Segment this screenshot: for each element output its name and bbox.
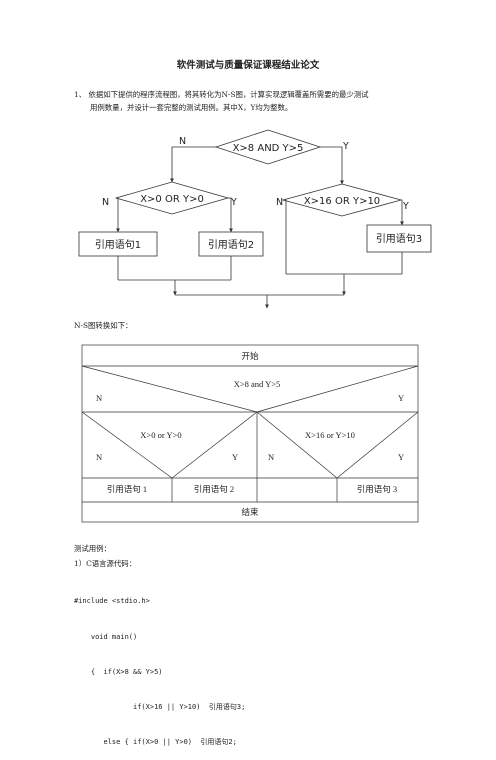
line-right-n-down bbox=[283, 199, 287, 274]
left-condition-text: X>0 OR Y>0 bbox=[140, 194, 204, 205]
ns-left-diag-right bbox=[171, 411, 258, 479]
code-heading: 1）C语言源代码： bbox=[74, 559, 137, 568]
ns-main-diag-right bbox=[256, 365, 419, 413]
stmt2-text: 引用语句2 bbox=[208, 238, 254, 251]
code-line: else { if(X>0 || Y>0) 引用语句2; bbox=[74, 737, 237, 746]
stmt3-box bbox=[366, 224, 432, 253]
code-line: { if(X>8 && Y>5) bbox=[74, 667, 163, 676]
diagram-layer: X>8 AND Y>5 X>0 OR Y>0 X>16 OR Y>10 N Y … bbox=[78, 129, 432, 523]
main-condition-text: X>8 AND Y>5 bbox=[233, 143, 304, 154]
ns-stmt3-text: 引用语句 3 bbox=[357, 484, 397, 494]
question-paragraph: 1、 依据如下提供的程序流程图，将其转化为N-S图，计算实现逻辑覆盖所需要的最少… bbox=[74, 88, 434, 114]
ns-right-n-label: N bbox=[268, 452, 274, 462]
ns-frame bbox=[81, 344, 419, 523]
stmt3-text: 引用语句3 bbox=[376, 232, 422, 245]
ns-caption: N-S图转换如下： bbox=[74, 321, 133, 330]
arrow-left-n-to-stmt1 bbox=[116, 197, 120, 233]
ns-diagram bbox=[81, 344, 419, 523]
left-n-label: N bbox=[102, 197, 109, 208]
ns-left-y-label: Y bbox=[232, 452, 238, 462]
arrow-main-to-left bbox=[170, 146, 216, 183]
flowchart bbox=[78, 129, 432, 309]
question-line-1: 1、 依据如下提供的程序流程图，将其转化为N-S图，计算实现逻辑覆盖所需要的最少… bbox=[74, 90, 369, 99]
code-line: if(X>16 || Y>10) 引用语句3; bbox=[74, 702, 246, 711]
ns-labels: 开始 X>8 and Y>5 N Y X>0 or Y>0 X>16 or Y>… bbox=[96, 351, 404, 517]
ns-start-text: 开始 bbox=[241, 351, 259, 361]
arrow-left-y-to-stmt2 bbox=[228, 197, 233, 233]
ns-end-text: 结束 bbox=[241, 507, 259, 517]
code-line: #include <stdio.h> bbox=[74, 597, 150, 606]
ns-right-diag-left bbox=[256, 411, 338, 479]
ns-left-condition-text: X>0 or Y>0 bbox=[140, 430, 181, 440]
ns-left-n-label: N bbox=[96, 452, 102, 462]
ns-main-n-label: N bbox=[96, 393, 102, 403]
arrow-right-y-to-stmt3 bbox=[400, 199, 404, 226]
right-condition-text: X>16 OR Y>10 bbox=[304, 196, 380, 207]
main-y-label: Y bbox=[342, 141, 349, 152]
code-block: #include <stdio.h> void main() { if(X>8 … bbox=[74, 573, 454, 760]
ns-main-diag-left bbox=[81, 365, 258, 413]
ns-stmt1-text: 引用语句 1 bbox=[107, 484, 147, 494]
ns-main-y-label: Y bbox=[398, 393, 404, 403]
ns-left-diag-left bbox=[81, 411, 173, 479]
code-line: void main() bbox=[74, 632, 138, 641]
ns-right-condition-text: X>16 or Y>10 bbox=[305, 430, 355, 440]
ns-right-y-label: Y bbox=[398, 452, 404, 462]
question-line-2: 用例数量，并设计一套完整的测试用例。其中X，Y均为整数。 bbox=[90, 103, 293, 112]
ns-main-condition-text: X>8 and Y>5 bbox=[234, 379, 281, 389]
main-n-label: N bbox=[179, 136, 186, 147]
right-n-label: N bbox=[276, 197, 283, 208]
flowchart-labels: X>8 AND Y>5 X>0 OR Y>0 X>16 OR Y>10 N Y … bbox=[95, 136, 422, 251]
arrow-main-to-right bbox=[320, 146, 344, 185]
ns-right-diag-right bbox=[336, 411, 419, 479]
document-title: 软件测试与质量保证课程结业论文 bbox=[176, 60, 320, 71]
stmt1-text: 引用语句1 bbox=[95, 238, 141, 251]
right-y-label: Y bbox=[402, 201, 409, 212]
ns-stmt2-text: 引用语句 2 bbox=[194, 484, 234, 494]
tests-heading: 测试用例： bbox=[74, 544, 111, 553]
left-y-label: Y bbox=[230, 197, 237, 208]
